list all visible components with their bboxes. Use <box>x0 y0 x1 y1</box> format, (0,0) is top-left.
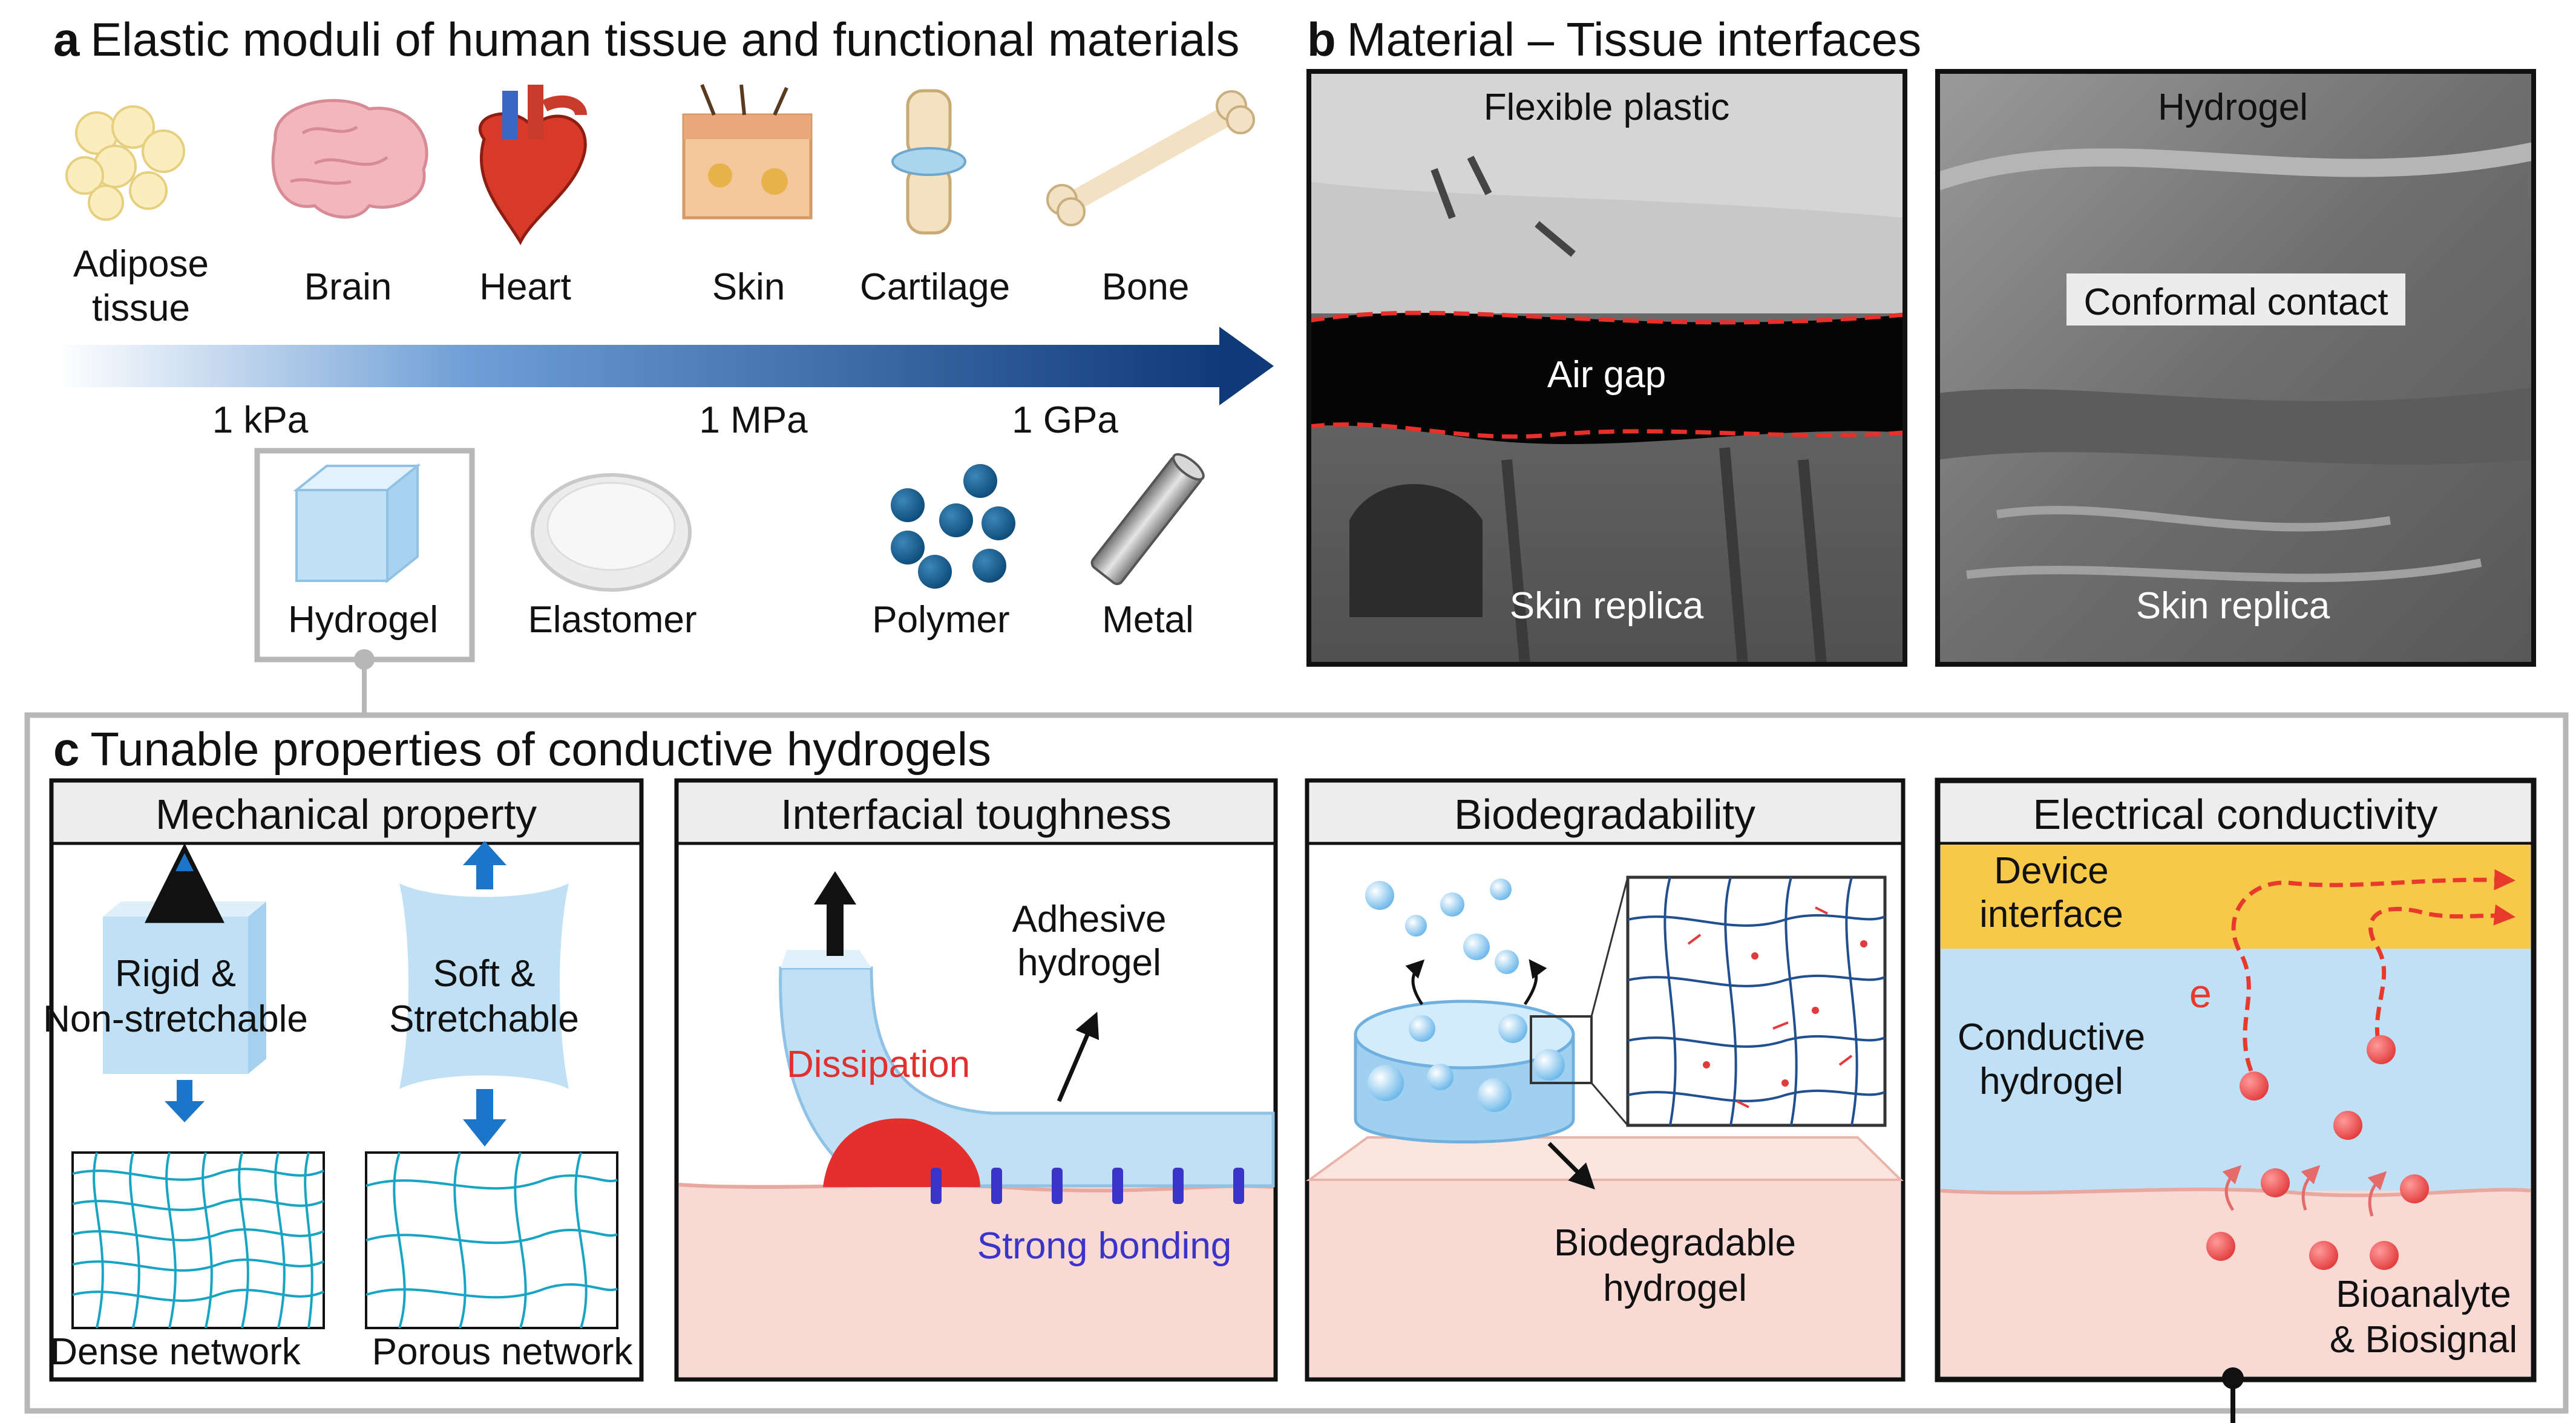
heart-icon <box>478 85 587 246</box>
scale-tick-kpa: 1 kPa <box>212 399 309 441</box>
material-label-elastomer: Elastomer <box>528 599 696 641</box>
subpanel-header-toughness: Interfacial toughness <box>781 791 1172 838</box>
tissue-label-skin: Skin <box>712 266 785 308</box>
label-soft-1: Soft & <box>433 953 536 995</box>
adipose-icon <box>65 105 185 221</box>
label-bio-2: & Biosignal <box>2330 1319 2517 1361</box>
label-rigid-2: Non-stretchable <box>43 998 308 1040</box>
subpanel-header-mechanical: Mechanical property <box>156 791 537 838</box>
label-conductive-1: Conductive <box>1958 1016 2145 1058</box>
label-bio-1: Bioanalyte <box>2336 1274 2511 1315</box>
cartilage-icon <box>891 89 966 235</box>
conformal-contact-box <box>2066 273 2405 325</box>
label-dissipation: Dissipation <box>787 1044 970 1085</box>
label-dense-network: Dense network <box>50 1331 301 1373</box>
scale-tick-mpa: 1 MPa <box>699 399 808 441</box>
tissue-label-brain: Brain <box>304 266 392 308</box>
label-air-gap: Air gap <box>1547 354 1666 396</box>
hydrogel-cube-icon <box>293 463 421 584</box>
tissue-label-heart: Heart <box>479 266 571 308</box>
label-skin-replica-left: Skin replica <box>1510 585 1704 627</box>
modulus-scale-arrow <box>57 327 1274 405</box>
label-biodegradable-1: Biodegradable <box>1554 1222 1796 1264</box>
subpanel-header-biodegradability: Biodegradability <box>1454 791 1755 838</box>
degradation-bubbles <box>1365 878 1565 1112</box>
label-biodegradable-2: hydrogel <box>1603 1268 1747 1309</box>
material-label-hydrogel: Hydrogel <box>288 599 438 641</box>
label-hydrogel-sem: Hydrogel <box>2158 87 2308 128</box>
tissue-label-adipose-2: tissue <box>92 287 190 329</box>
label-soft-2: Stretchable <box>389 998 579 1040</box>
material-label-metal: Metal <box>1102 599 1194 641</box>
label-conformal-contact: Conformal contact <box>2083 281 2388 323</box>
label-porous-network: Porous network <box>372 1331 634 1373</box>
metal-rod-icon <box>1090 453 1205 586</box>
tissue-label-cartilage: Cartilage <box>860 266 1010 308</box>
tissue-label-bone: Bone <box>1102 266 1190 308</box>
ion-dots <box>2206 1035 2429 1270</box>
subpanel-biodegradability <box>1305 778 1906 1382</box>
tissue-label-adipose-1: Adipose <box>73 243 209 285</box>
label-strong-bonding: Strong bonding <box>977 1225 1232 1267</box>
polymer-beads-icon <box>891 464 1015 589</box>
scale-tick-gpa: 1 GPa <box>1012 399 1118 441</box>
sem-image-hydrogel <box>1935 69 2536 667</box>
label-device-2: interface <box>1979 894 2123 935</box>
elastomer-disc-icon <box>531 473 692 592</box>
subpanel-toughness <box>674 778 1278 1382</box>
material-label-polymer: Polymer <box>872 599 1009 641</box>
label-adhesive-1: Adhesive <box>1012 898 1166 940</box>
subpanel-mechanical <box>49 778 644 1382</box>
label-skin-replica-right: Skin replica <box>2136 585 2330 627</box>
skin-icon <box>682 83 813 220</box>
bone-icon <box>1046 90 1255 226</box>
brain-icon <box>271 99 428 219</box>
panel-c-frame <box>24 712 2569 1414</box>
bonding-sites <box>931 1168 1244 1204</box>
label-adhesive-2: hydrogel <box>1017 942 1161 984</box>
label-flexible-plastic: Flexible plastic <box>1484 87 1730 128</box>
subpanel-electrical <box>1935 777 2537 1423</box>
subpanel-header-electrical: Electrical conductivity <box>2033 791 2437 838</box>
label-electron: e <box>2189 971 2212 1016</box>
label-device-1: Device <box>1994 850 2109 892</box>
label-conductive-2: hydrogel <box>1979 1061 2123 1102</box>
sem-image-flexible-plastic <box>1306 69 1907 667</box>
label-rigid-1: Rigid & <box>115 953 236 995</box>
